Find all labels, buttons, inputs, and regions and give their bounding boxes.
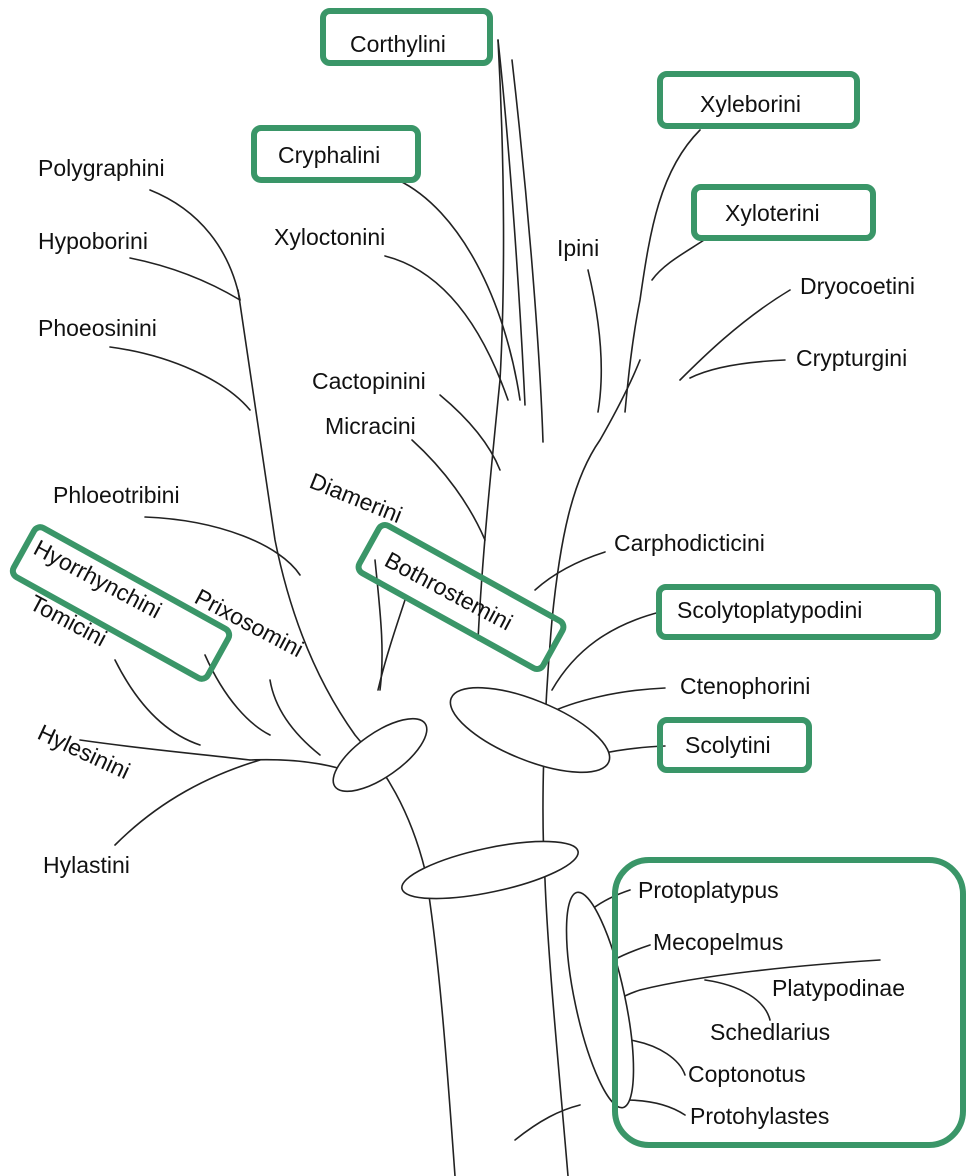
label-hypoborini: Hypoborini (38, 228, 148, 254)
branch-crypturgini (690, 360, 785, 378)
branch-schedlarius (705, 980, 770, 1020)
branch-phoeosinini (110, 347, 250, 410)
label-carphodicticini: Carphodicticini (614, 530, 765, 556)
label-ipini: Ipini (557, 235, 599, 261)
branch-ipini (588, 270, 601, 412)
branch-coptonotus (630, 1040, 685, 1075)
label-phoeosinini: Phoeosinini (38, 315, 157, 341)
ring-platypodinae (553, 887, 648, 1113)
branch-prixosomini (270, 680, 320, 755)
label-scolytini: Scolytini (685, 732, 771, 758)
label-micracini: Micracini (325, 413, 416, 439)
label-ctenophorini: Ctenophorini (680, 673, 810, 699)
label-xyloctonini: Xyloctonini (274, 224, 385, 250)
label-cryphalini: Cryphalini (278, 142, 380, 168)
branch-lower-left (515, 1105, 580, 1140)
label-scolytoplatypodini: Scolytoplatypodini (677, 597, 862, 623)
label-dryocoetini: Dryocoetini (800, 273, 915, 299)
branch-carphodicticini (535, 552, 605, 590)
branch-xyloterini (652, 236, 710, 280)
label-prixosomini: Prixosomini (191, 583, 308, 662)
branch-micracini (412, 440, 485, 540)
branch-ctenophorini (545, 688, 665, 715)
label-protoplatypus: Protoplatypus (638, 877, 779, 903)
label-mecopelmus: Mecopelmus (653, 929, 783, 955)
label-diamerini: Diamerini (306, 468, 406, 528)
branch-cryphalini (398, 180, 520, 400)
label-schedlarius: Schedlarius (710, 1019, 830, 1045)
label-coptonotus: Coptonotus (688, 1061, 806, 1087)
label-phloeotribini: Phloeotribini (53, 482, 180, 508)
ring-right (440, 670, 620, 789)
label-hylastini: Hylastini (43, 852, 130, 878)
ring-left (322, 705, 437, 804)
branch-polygraphini (150, 190, 240, 300)
ring-lower (397, 830, 582, 910)
branch-scolytoplatypodini (552, 612, 660, 690)
label-xyloterini: Xyloterini (725, 200, 820, 226)
branch-cactopinini (440, 395, 500, 470)
label-platypodinae: Platypodinae (772, 975, 905, 1001)
label-xyleborini: Xyleborini (700, 91, 801, 117)
label-corthylini: Corthylini (350, 31, 446, 57)
label-polygraphini: Polygraphini (38, 155, 165, 181)
branch-hylastini (115, 760, 260, 845)
label-protohylastes: Protohylastes (690, 1103, 829, 1129)
tree-rings (322, 670, 647, 1112)
label-crypturgini: Crypturgini (796, 345, 907, 371)
branch-hypoborini (130, 258, 240, 300)
branch-protohylastes (625, 1100, 685, 1115)
taxon-labels: Corthylini Xyleborini Cryphalini Polygra… (26, 31, 915, 1129)
label-cactopinini: Cactopinini (312, 368, 426, 394)
label-hylesinini: Hylesinini (34, 719, 134, 784)
branch-dryocoetini (680, 290, 790, 380)
